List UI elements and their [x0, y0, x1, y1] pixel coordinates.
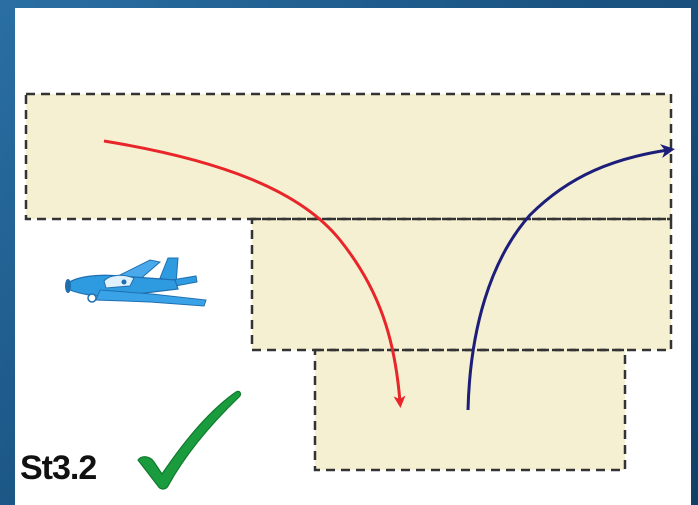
middle-zone-border	[250, 217, 673, 352]
descending-path-arrow	[103, 139, 406, 408]
climbing-path-arrow	[466, 144, 675, 411]
airplane-icon	[65, 257, 207, 307]
middle-zone	[252, 219, 671, 350]
checkmark-icon	[137, 390, 242, 490]
lower-zone-border	[313, 348, 627, 472]
diagram-label: St3.2	[20, 449, 97, 487]
upper-zone	[26, 94, 671, 219]
